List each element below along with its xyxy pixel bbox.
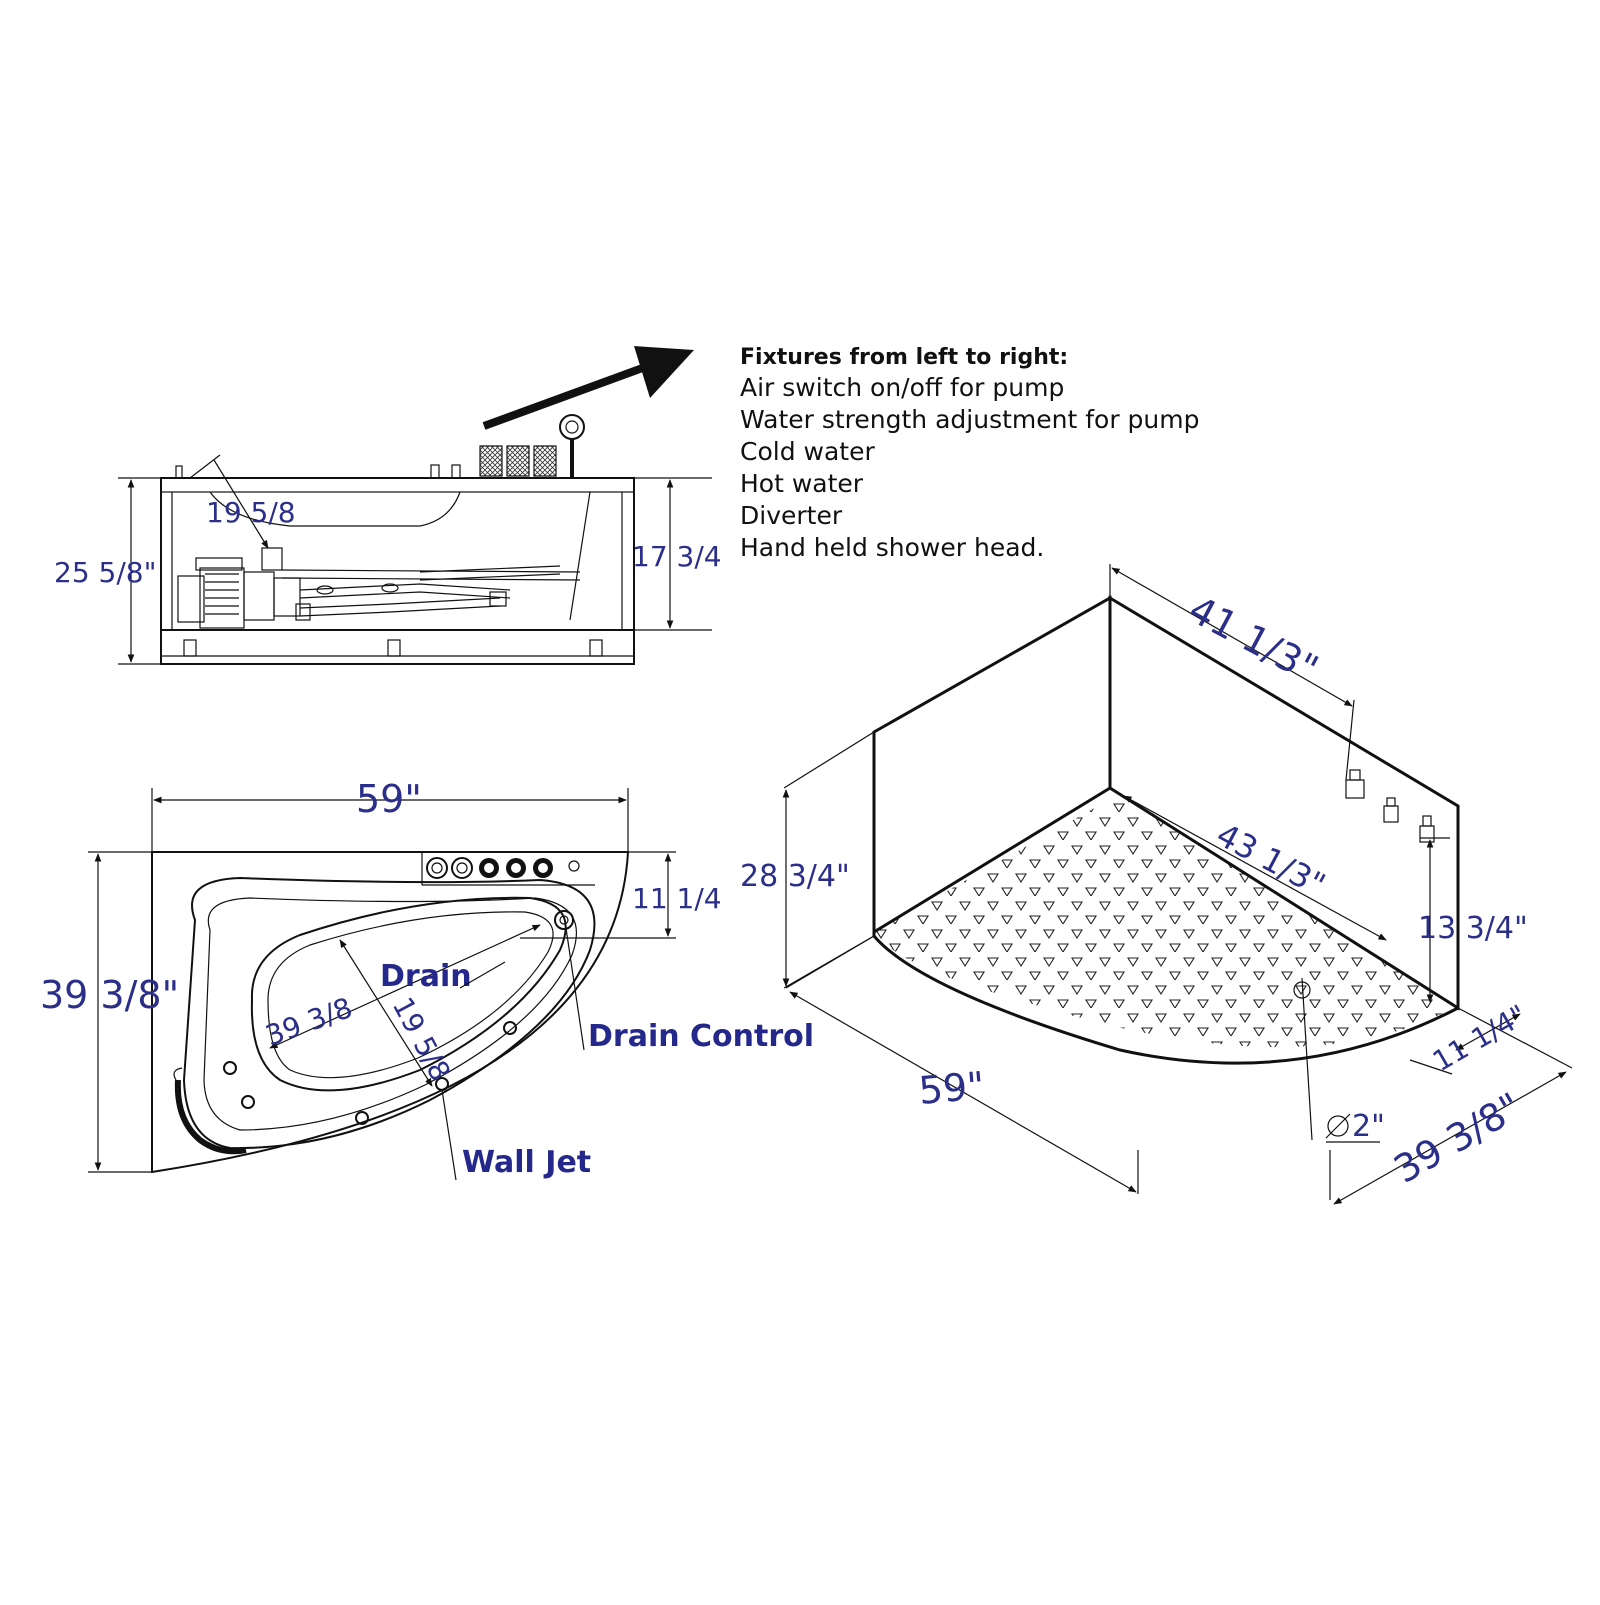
piping — [281, 565, 581, 621]
dim-deck-label: 11 1/4 — [632, 882, 722, 915]
note-item: Hot water — [740, 469, 864, 498]
dim-front-width-label: 59" — [917, 1063, 986, 1113]
jet — [223, 1061, 237, 1075]
tub-rim — [160, 477, 635, 493]
dim-wall-height: 28 3/4" — [740, 731, 875, 989]
strength-knob — [451, 464, 461, 479]
shower-mount — [568, 860, 580, 872]
dim-rim-height-label: 17 3/4 — [632, 540, 722, 573]
hot-water-valve — [506, 445, 530, 477]
foot — [183, 639, 197, 657]
label-drain: Drain — [380, 959, 472, 994]
dim-rim-height: 17 3/4 — [622, 477, 722, 631]
notes-title: Fixtures from left to right: — [740, 345, 1068, 370]
note-item: Hand held shower head. — [740, 533, 1044, 562]
dim-total-height-label: 25 5/8" — [54, 556, 156, 589]
note-item: Cold water — [740, 437, 875, 466]
headrest — [174, 1079, 247, 1155]
diverter-valve — [533, 445, 557, 477]
foot — [589, 639, 603, 657]
dim-depth-top: 39 3/8" — [40, 851, 179, 1173]
dim-drain-diameter: 2" — [1325, 1109, 1385, 1144]
dim-depth-label: 19 5/8 — [206, 496, 296, 529]
dim-drain-diameter-label: 2" — [1352, 1109, 1385, 1144]
jet — [503, 1021, 517, 1035]
dim-wall-height-label: 28 3/4" — [740, 859, 850, 894]
deck-fixtures — [175, 414, 585, 479]
label-wall-jet: Wall Jet — [462, 1145, 591, 1180]
air-switch-knob — [426, 857, 448, 879]
dim-width-label: 59" — [356, 777, 422, 821]
iso-view: 41 1/3" 43 1/3" 28 3/4" 13 3/4" 59" — [740, 564, 1573, 1205]
pump — [177, 547, 301, 629]
basin-profile — [209, 491, 461, 527]
dim-inner: 39 3/8 19 5/8 — [261, 924, 541, 1087]
dim-total-height: 25 5/8" — [54, 477, 161, 665]
dim-valve-height: 13 3/4" — [1418, 837, 1528, 1003]
note-item: Diverter — [740, 501, 843, 530]
drain-control-knob — [554, 910, 574, 930]
shower-head — [559, 414, 585, 440]
dim-deck: 11 1/4 — [520, 851, 722, 939]
dim-side-depth-label: 39 3/8" — [1387, 1084, 1529, 1192]
note-item: Water strength adjustment for pump — [740, 405, 1200, 434]
control-panel — [421, 852, 595, 886]
top-view: 59" 39 3/8" 11 1/4 39 3/8 19 5/8 Drain D… — [40, 777, 814, 1181]
label-drain-control: Drain Control — [588, 1019, 814, 1054]
dim-depth: 19 5/8 — [189, 454, 296, 549]
cold-water-valve — [479, 445, 503, 477]
diameter-icon — [1327, 1115, 1349, 1137]
dim-inner-depth-label: 19 5/8 — [386, 992, 457, 1087]
strength-knob — [451, 857, 473, 879]
note-item: Air switch on/off for pump — [740, 373, 1064, 402]
fixtures-notes: Fixtures from left to right: Air switch … — [740, 345, 1200, 562]
dim-depth-top-label: 39 3/8" — [40, 973, 179, 1017]
tub-base — [160, 629, 635, 665]
dim-valve-height-label: 13 3/4" — [1418, 911, 1528, 946]
foot — [387, 639, 401, 657]
dim-inner-length-label: 39 3/8 — [261, 991, 356, 1053]
side-view: 25 5/8" 17 3/4 19 5/8 — [54, 414, 722, 665]
direction-arrow — [482, 346, 694, 430]
jet — [241, 1095, 255, 1109]
rim-outline — [182, 876, 596, 1150]
dim-width: 59" — [151, 777, 629, 852]
jet — [355, 1111, 369, 1125]
air-switch — [430, 464, 440, 479]
dim-front-width: 59" — [785, 935, 1139, 1194]
